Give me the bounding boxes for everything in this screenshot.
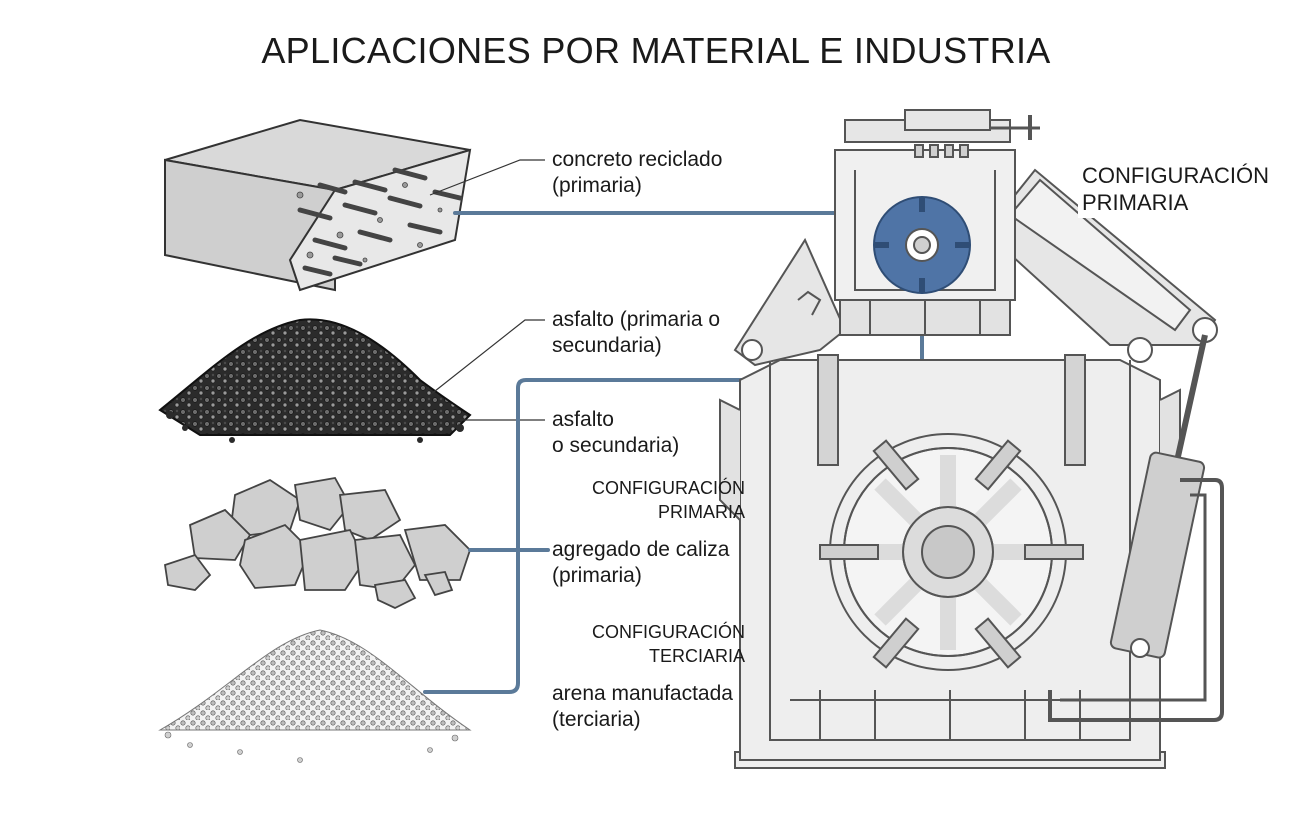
label-asphalt-secondary: asfalto o secundaria) — [552, 407, 679, 459]
label-line: PRIMARIA — [657, 502, 745, 522]
label-asphalt-primary-secondary: asfalto (primaria o secundaria) — [552, 307, 720, 359]
label-line: asfalto — [552, 408, 614, 431]
limestone-aggregate — [163, 477, 472, 610]
label-line: (primaria) — [552, 564, 642, 587]
manufactured-sand-pile — [158, 629, 472, 763]
label-line: TERCIARIA — [648, 646, 745, 666]
label-config-rotor-tertiary: CONFIGURACIÓN TERCIARIA — [560, 620, 745, 668]
label-config-rotor-primary: CONFIGURACIÓN PRIMARIA — [560, 476, 745, 524]
label-manufactured-sand: arena manufactada (terciaria) — [552, 681, 733, 733]
label-line: (primaria) — [552, 174, 642, 197]
label-line: agregado de caliza — [552, 538, 730, 561]
asphalt-pile — [158, 318, 472, 443]
label-line: asfalto (primaria o — [552, 308, 721, 331]
label-recycled-concrete: concreto reciclado (primaria) — [552, 147, 722, 199]
label-limestone-aggregate: agregado de caliza (primaria) — [552, 537, 729, 589]
label-line: PRIMARIA — [1082, 190, 1189, 215]
recycled-concrete-block — [164, 118, 472, 292]
label-line: CONFIGURACIÓN — [592, 622, 745, 642]
crusher-machine — [719, 109, 1224, 769]
label-line: o secundaria) — [552, 434, 680, 457]
label-line: concreto reciclado — [552, 148, 723, 171]
label-config-top-primary: CONFIGURACIÓN PRIMARIA — [1078, 160, 1273, 218]
label-line: CONFIGURACIÓN — [592, 478, 745, 498]
label-line: CONFIGURACIÓN — [1082, 163, 1269, 188]
label-line: secundaria) — [552, 334, 662, 357]
page-title: APLICACIONES POR MATERIAL E INDUSTRIA — [261, 30, 1051, 71]
label-line: (terciaria) — [552, 708, 641, 731]
label-line: arena manufactada — [552, 682, 733, 705]
